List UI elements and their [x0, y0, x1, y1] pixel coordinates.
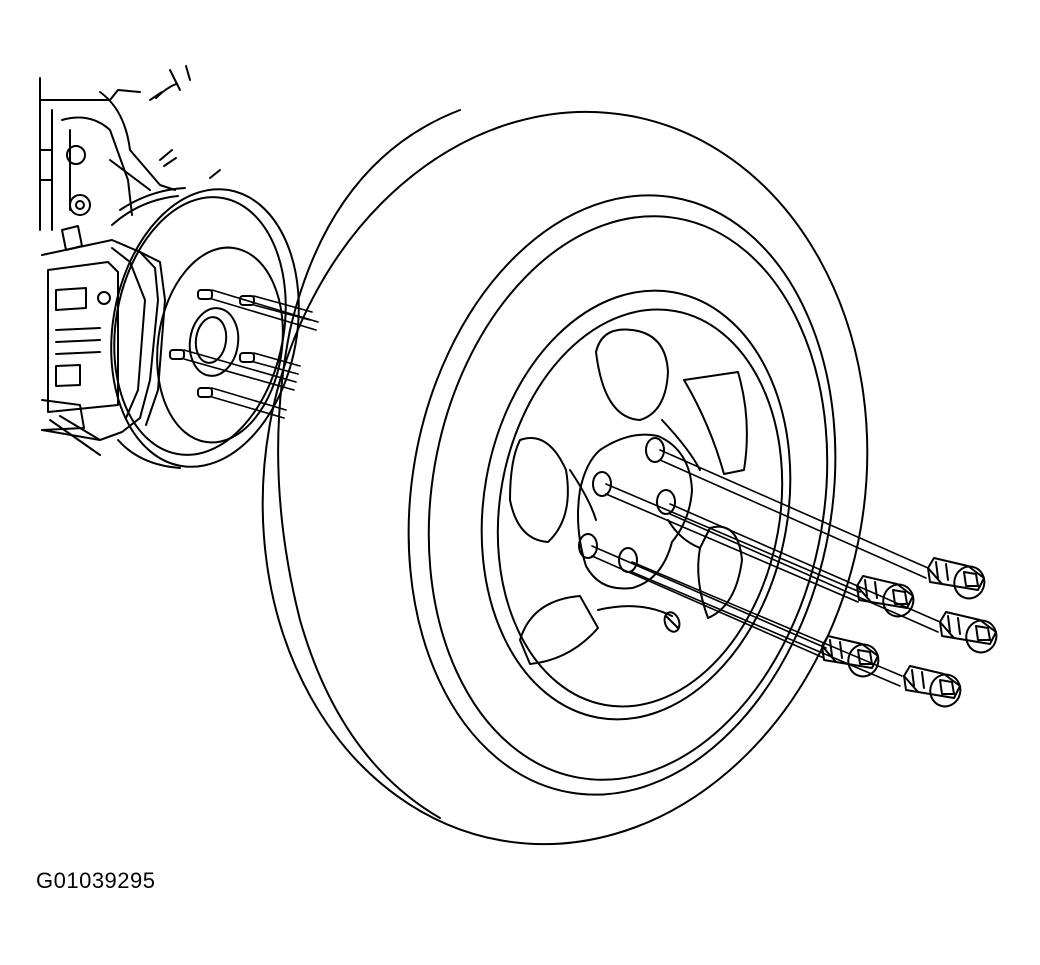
lug-nut	[904, 666, 963, 709]
rim-window	[510, 438, 568, 542]
wheel-stud	[240, 353, 254, 362]
lug-nut	[822, 636, 881, 679]
lug-nut	[928, 558, 987, 601]
brake-assembly	[40, 66, 320, 482]
brake-caliper	[42, 226, 165, 455]
lug-nut	[857, 576, 916, 619]
lug-nut	[940, 612, 999, 655]
lug-nuts	[822, 558, 999, 709]
valve-stem	[662, 610, 682, 634]
rim-window	[684, 372, 747, 474]
lug-nut-alignment-lines	[592, 450, 940, 686]
rim-window	[596, 329, 668, 420]
wheel-stud	[198, 388, 212, 397]
steering-knuckle	[40, 66, 220, 230]
rim-window	[698, 527, 742, 618]
wheel-rim	[449, 266, 823, 744]
wheel-stud	[170, 350, 184, 359]
rim-window	[520, 596, 598, 664]
tire	[206, 63, 925, 892]
wheel-stud	[240, 296, 254, 305]
wheel-stud	[198, 290, 212, 299]
brake-rotor	[90, 174, 320, 482]
figure-id-label: G01039295	[36, 868, 156, 893]
